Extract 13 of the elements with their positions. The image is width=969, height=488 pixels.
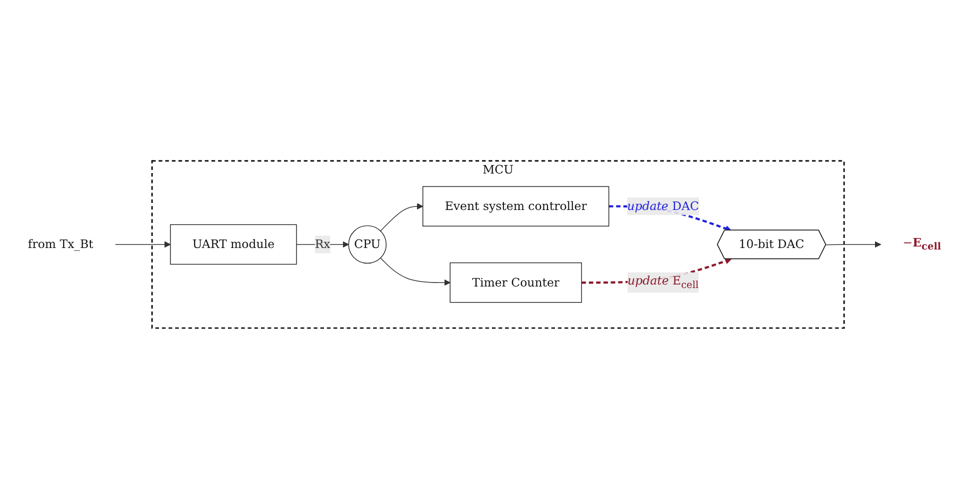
edge-label: update E$_{cell}$ [628,273,699,290]
arrow [380,257,450,286]
arrow [380,202,424,231]
edge-label: Rx [314,236,330,251]
node-circle: CPU [348,224,387,264]
edge-label: update DAC [627,198,699,212]
node-text: −E$_{cell}$ [902,235,942,252]
node-text: from Tx_Bt [28,236,94,251]
arrow [115,240,171,248]
arrow [826,240,882,248]
node-box: Event system controller [422,186,610,226]
node-box: UART module [170,224,297,264]
node-box: Timer Counter [450,262,582,302]
